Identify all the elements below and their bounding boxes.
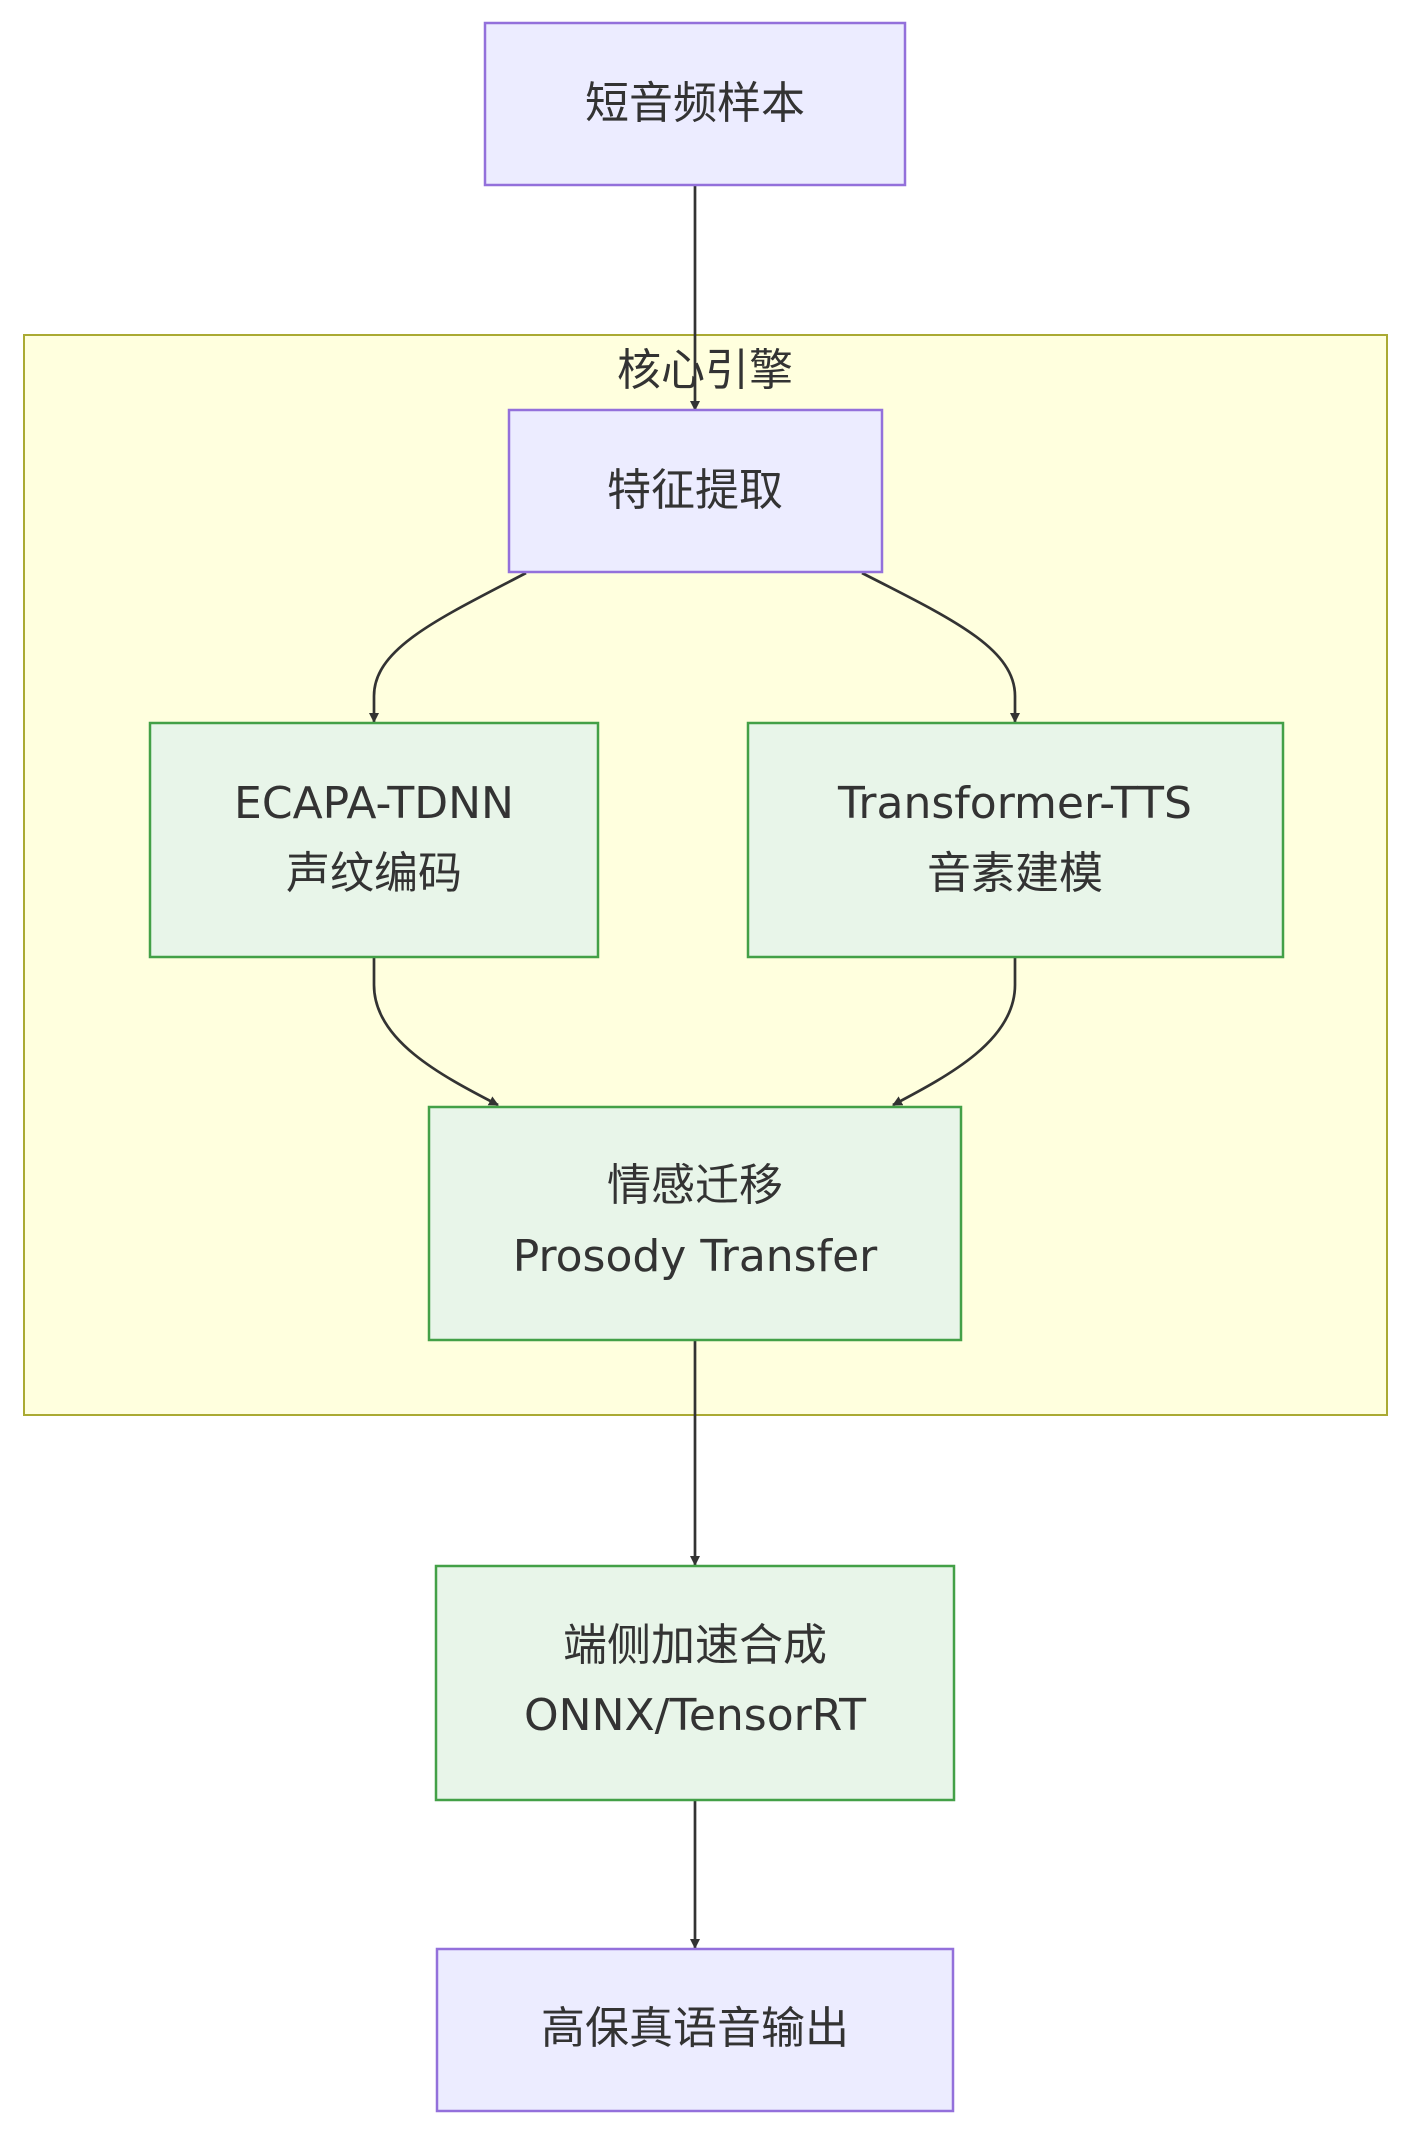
edges xyxy=(369,186,1020,1949)
node-prosody-label-line1: 情感迁移 xyxy=(607,1160,783,1211)
node-ecapa-label-line2: 声纹编码 xyxy=(286,848,462,899)
node-accel-label-line1: 端侧加速合成 xyxy=(563,1620,827,1671)
node-accel-box xyxy=(434,1564,956,1802)
edge-feature-to-ecapa xyxy=(369,571,527,723)
node-tts-box xyxy=(746,721,1285,959)
node-input-box xyxy=(483,21,907,187)
node-input-label: 短音频样本 xyxy=(585,78,805,129)
edge-tts-to-prosody xyxy=(892,957,1017,1107)
node-tts: Transformer-TTS 音素建模 xyxy=(746,721,1285,959)
edge-feature-to-tts xyxy=(861,571,1020,723)
node-ecapa: ECAPA-TDNN 声纹编码 xyxy=(148,721,600,959)
node-output-box xyxy=(435,1947,955,2113)
subgraph-core-engine-label: 核心引擎 xyxy=(617,345,793,396)
node-output: 高保真语音输出 xyxy=(435,1947,955,2113)
node-accel-label-line2: ONNX/TensorRT xyxy=(524,1690,866,1741)
node-prosody: 情感迁移 Prosody Transfer xyxy=(427,1105,963,1342)
node-feature: 特征提取 xyxy=(507,408,884,574)
node-tts-label-line1: Transformer-TTS xyxy=(837,778,1192,829)
node-input: 短音频样本 xyxy=(483,21,907,187)
node-tts-label-line2: 音素建模 xyxy=(927,848,1103,899)
node-feature-box xyxy=(507,408,884,574)
node-ecapa-label-line1: ECAPA-TDNN xyxy=(234,778,514,829)
node-output-label: 高保真语音输出 xyxy=(541,2003,849,2054)
node-feature-label: 特征提取 xyxy=(607,465,783,516)
node-prosody-label-line2: Prosody Transfer xyxy=(513,1231,878,1282)
edge-ecapa-to-prosody xyxy=(372,957,499,1107)
node-ecapa-box xyxy=(148,721,600,959)
node-prosody-box xyxy=(427,1105,963,1342)
node-accel: 端侧加速合成 ONNX/TensorRT xyxy=(434,1564,956,1802)
